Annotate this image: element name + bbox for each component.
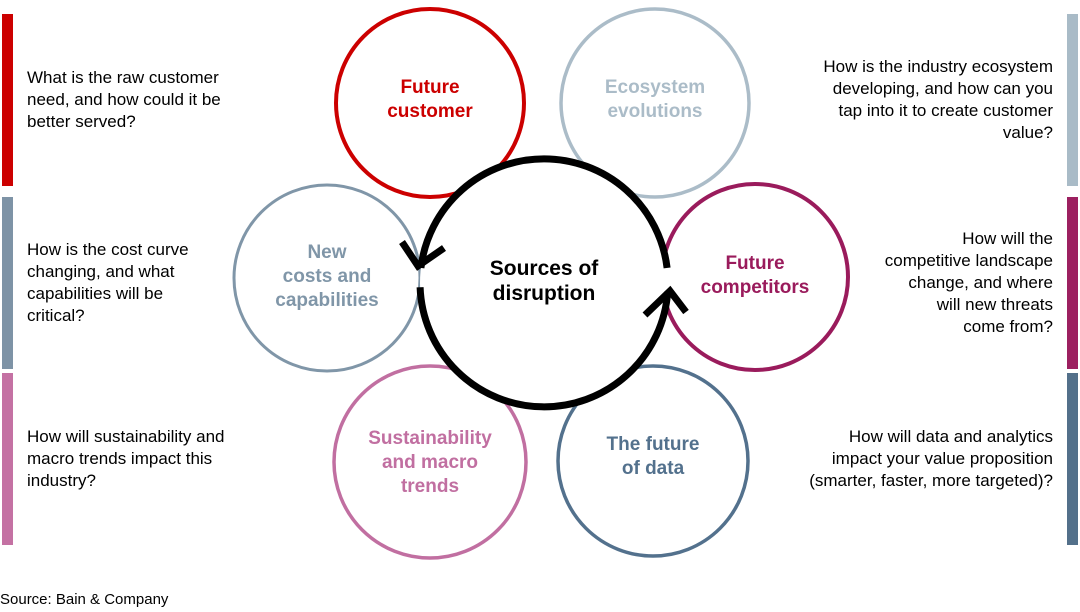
question-bar-left-3 [2,373,13,545]
cycle-arrow-bottom-arc [416,287,672,411]
future-customer-label: Future customer [387,77,473,122]
future-competitors-label: Future competitors [700,253,810,298]
question-bar-left-1 [2,14,13,186]
center-title: Sources of disruption [489,257,599,305]
question-left-1: What is the raw customer need, and how c… [27,68,221,131]
question-right-1: How is the industry ecosystem developing… [823,57,1053,142]
future-of-data-ring [556,364,750,558]
new-costs-ring [232,183,422,373]
question-bar-left-2 [2,197,13,369]
sustainability-label: Sustainability and macro trends [368,428,492,497]
question-left-2: How is the cost curve changing, and what… [27,240,189,325]
sustainability-ring [332,364,528,560]
question-bar-right-1 [1067,14,1078,186]
ecosystem-evolutions-label: Ecosystem evolutions [604,77,706,122]
question-left-3: How will sustainability and macro trends… [27,427,225,490]
center-disc [420,159,668,407]
future-customer-ring [334,7,526,199]
future-of-data-label: The future of data [606,434,700,479]
question-right-3: How will data and analytics impact your … [809,427,1053,490]
question-bar-right-3 [1067,373,1078,545]
cycle-arrow-top-arc [417,155,671,269]
question-bar-right-2 [1067,197,1078,369]
source-note: Source: Bain & Company [0,591,169,608]
arrowhead-right-icon [642,285,689,318]
question-right-2: How will the competitive landscape chang… [884,229,1053,336]
new-costs-label: New costs and capabilities [275,242,379,311]
arrowhead-left-icon [399,240,446,271]
ecosystem-evolutions-ring [559,7,751,199]
